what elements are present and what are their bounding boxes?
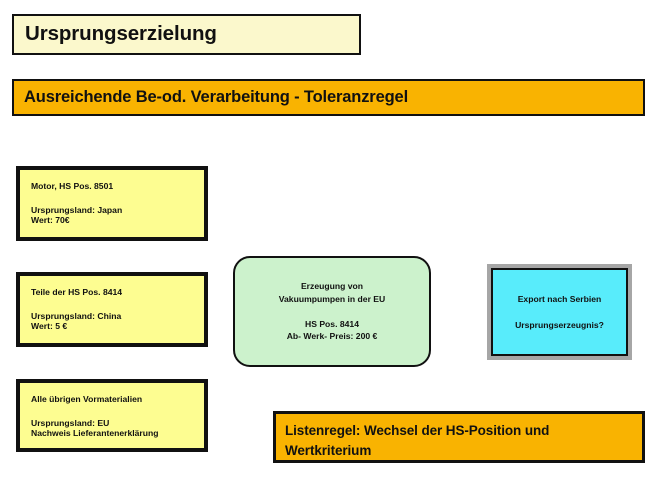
material-box-origin: Ursprungsland: China: [31, 310, 122, 321]
slide-subtitle-text: Ausreichende Be-od. Verarbeitung - Toler…: [24, 88, 408, 107]
material-box-uebrige: Alle übrigen Vormaterialien Ursprungslan…: [16, 379, 208, 452]
production-box-line-2: Vakuumpumpen in der EU: [278, 293, 386, 304]
material-box-motor: Motor, HS Pos. 8501 Ursprungsland: Japan…: [16, 166, 208, 241]
material-box-value: Wert: 5 €: [31, 321, 68, 332]
material-box-value: Nachweis Lieferantenerklärung: [31, 428, 159, 439]
export-box-line-2: Ursprungserzeugnis?: [515, 319, 604, 330]
production-box-line-3: HS Pos. 8414: [305, 319, 359, 329]
slide-title-banner: Ursprungserzielung: [12, 14, 361, 55]
export-box-line-1: Export nach Serbien: [517, 294, 602, 305]
slide-subtitle-banner: Ausreichende Be-od. Verarbeitung - Toler…: [12, 79, 645, 116]
material-box-heading: Alle übrigen Vormaterialien: [31, 394, 143, 404]
export-box: Export nach Serbien Ursprungserzeugnis?: [491, 268, 628, 356]
material-box-origin: Ursprungsland: EU: [31, 417, 110, 428]
export-box-frame: Export nach Serbien Ursprungserzeugnis?: [487, 264, 632, 360]
production-box: Erzeugung von Vakuumpumpen in der EU HS …: [233, 256, 431, 367]
material-box-teile: Teile der HS Pos. 8414 Ursprungsland: Ch…: [16, 272, 208, 347]
spacer: [31, 405, 204, 418]
list-rule-box: Listenregel: Wechsel der HS-Position und…: [273, 411, 645, 463]
spacer: [31, 192, 204, 205]
list-rule-line-2: Wertkriterium: [285, 442, 372, 458]
material-box-origin: Ursprungsland: Japan: [31, 204, 123, 215]
material-box-heading: Teile der HS Pos. 8414: [31, 287, 123, 297]
list-rule-line-1: Listenregel: Wechsel der HS-Position und: [285, 423, 550, 438]
production-box-line-4: Ab- Werk- Preis: 200 €: [286, 331, 378, 342]
material-box-value: Wert: 70€: [31, 215, 70, 226]
material-box-heading: Motor, HS Pos. 8501: [31, 181, 114, 191]
spacer: [31, 298, 204, 311]
slide-title-text: Ursprungserzielung: [25, 22, 217, 46]
production-box-line-1: Erzeugung von: [300, 281, 364, 292]
